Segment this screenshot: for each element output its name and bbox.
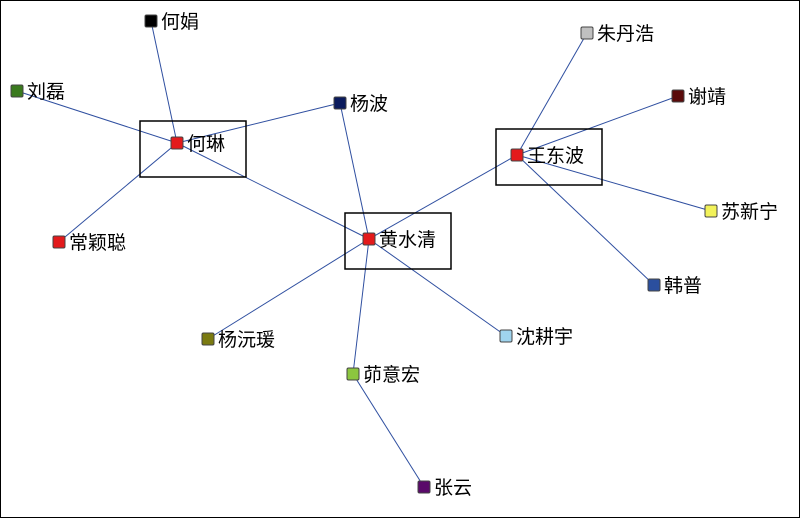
node-label-yangbo: 杨波 — [350, 93, 388, 115]
edge-helin-liulei — [16, 90, 178, 144]
edge-helin-yangbo — [176, 102, 341, 144]
node-label-helin: 何琳 — [187, 133, 225, 155]
node-maoyihong[interactable]: 茆意宏 — [346, 364, 420, 386]
node-changyingcong[interactable]: 常颖聪 — [52, 232, 126, 254]
node-marker-hejuan[interactable] — [144, 14, 158, 28]
node-helin[interactable]: 何琳 — [170, 133, 225, 155]
node-marker-liulei[interactable] — [10, 84, 24, 98]
node-huangshuiqing[interactable]: 黄水清 — [362, 229, 436, 251]
node-label-zhudanhao: 朱丹浩 — [597, 23, 654, 45]
edge-helin-hejuan — [150, 20, 178, 144]
edges-layer — [16, 20, 712, 488]
node-label-yangyuanyuan: 杨沅瑗 — [218, 329, 275, 351]
edge-wangdongbo-suxinning — [516, 154, 712, 212]
hub-boxes-layer — [139, 120, 603, 270]
node-yangyuanyuan[interactable]: 杨沅瑗 — [201, 329, 275, 351]
node-marker-changyingcong[interactable] — [52, 235, 66, 249]
node-zhangyun[interactable]: 张云 — [417, 477, 472, 499]
edge-huangshuiqing-shengengyu — [368, 238, 507, 337]
edge-wangdongbo-hanpu — [516, 154, 655, 286]
node-label-suxinning: 苏新宁 — [721, 201, 778, 223]
node-label-maoyihong: 茆意宏 — [363, 364, 420, 386]
hub-box-helin — [139, 120, 247, 178]
edge-huangshuiqing-yangyuanyuan — [207, 238, 370, 340]
edge-wangdongbo-xieqing — [516, 95, 679, 156]
node-label-huangshuiqing: 黄水清 — [379, 229, 436, 251]
node-xieqing[interactable]: 谢靖 — [671, 86, 726, 108]
node-marker-zhangyun[interactable] — [417, 480, 431, 494]
edge-wangdongbo-zhudanhao — [516, 32, 588, 156]
node-shengengyu[interactable]: 沈耕宇 — [499, 326, 573, 348]
edge-helin-huangshuiqing — [176, 142, 370, 240]
node-marker-xieqing[interactable] — [671, 89, 685, 103]
node-zhudanhao[interactable]: 朱丹浩 — [580, 23, 654, 45]
node-label-shengengyu: 沈耕宇 — [516, 326, 573, 348]
node-label-wangdongbo: 王东波 — [527, 145, 584, 167]
node-hejuan[interactable]: 何娟 — [144, 11, 199, 33]
node-label-changyingcong: 常颖聪 — [69, 232, 126, 254]
node-marker-maoyihong[interactable] — [346, 367, 360, 381]
edge-helin-changyingcong — [58, 142, 178, 243]
node-marker-helin[interactable] — [170, 136, 184, 150]
node-label-zhangyun: 张云 — [434, 477, 472, 499]
node-marker-yangyuanyuan[interactable] — [201, 332, 215, 346]
node-liulei[interactable]: 刘磊 — [10, 81, 65, 103]
node-label-xieqing: 谢靖 — [688, 86, 726, 108]
edge-huangshuiqing-wangdongbo — [368, 154, 518, 240]
node-yangbo[interactable]: 杨波 — [333, 93, 388, 115]
edge-huangshuiqing-yangbo — [339, 102, 370, 240]
node-label-hanpu: 韩普 — [664, 275, 702, 297]
node-marker-hanpu[interactable] — [647, 278, 661, 292]
node-hanpu[interactable]: 韩普 — [647, 275, 702, 297]
edge-huangshuiqing-maoyihong — [352, 238, 370, 375]
node-label-hejuan: 何娟 — [161, 11, 199, 33]
node-label-liulei: 刘磊 — [27, 81, 65, 103]
node-marker-wangdongbo[interactable] — [510, 148, 524, 162]
node-suxinning[interactable]: 苏新宁 — [704, 201, 778, 223]
node-wangdongbo[interactable]: 王东波 — [510, 145, 584, 167]
hub-box-huangshuiqing — [344, 212, 452, 270]
node-marker-huangshuiqing[interactable] — [362, 232, 376, 246]
node-marker-suxinning[interactable] — [704, 204, 718, 218]
node-marker-zhudanhao[interactable] — [580, 26, 594, 40]
node-marker-yangbo[interactable] — [333, 96, 347, 110]
edge-maoyihong-zhangyun — [352, 373, 425, 488]
hub-box-wangdongbo — [495, 128, 603, 186]
node-marker-shengengyu[interactable] — [499, 329, 513, 343]
